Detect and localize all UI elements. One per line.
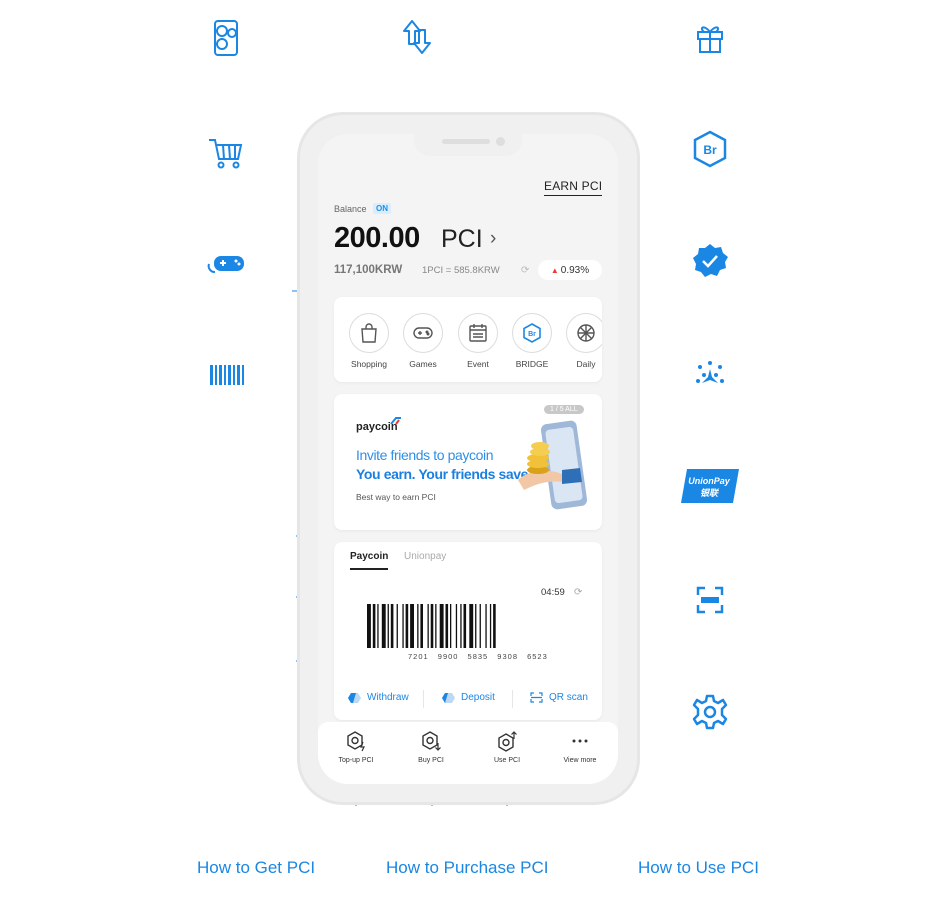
- banner-headline: Invite friends to paycoin: [356, 447, 494, 463]
- daily-icon: [577, 324, 595, 342]
- fireworks-icon: [690, 355, 730, 395]
- phone-camera: [496, 137, 505, 146]
- barcode-timer: 04:59: [541, 587, 565, 598]
- menu-item-bridge[interactable]: Br BRIDGE: [507, 313, 557, 369]
- up-triangle-icon: ▲: [550, 265, 559, 275]
- nav-top-up-pci[interactable]: Top-up PCI: [326, 730, 386, 764]
- nav-use-pci[interactable]: Use PCI: [477, 730, 537, 764]
- nav-label: View more: [563, 757, 597, 764]
- withdraw-button[interactable]: Withdraw: [348, 692, 409, 703]
- banner-caption: Best way to earn PCI: [356, 492, 436, 502]
- earn-pci-link[interactable]: EARN PCI: [544, 179, 603, 196]
- payment-barcode: [367, 604, 496, 648]
- gamepad-icon: [413, 327, 433, 339]
- qr-scan-icon: [530, 692, 543, 703]
- refresh-icon[interactable]: ⟳: [574, 587, 583, 598]
- deposit-icon: [442, 692, 455, 703]
- qr-scan-button[interactable]: QR scan: [530, 692, 588, 703]
- nav-view-more[interactable]: View more: [550, 730, 610, 764]
- nav-label: Buy PCI: [418, 757, 444, 764]
- balance-label: Balance: [334, 204, 367, 214]
- menu-item-event[interactable]: Event: [453, 313, 503, 369]
- menu-item-daily[interactable]: Daily: [561, 313, 602, 369]
- balance-unit: PCI: [441, 225, 483, 253]
- banner-subheadline: You earn. Your friends save: [356, 466, 529, 482]
- menu-label: Games: [409, 359, 437, 369]
- paycoin-logo: paycoin: [356, 421, 398, 433]
- caption-how-to-use: How to Use PCI: [638, 858, 759, 877]
- tab-unionpay[interactable]: Unionpay: [404, 551, 447, 562]
- settings-gear-icon: [690, 692, 730, 732]
- menu-item-shopping[interactable]: Shopping: [344, 313, 394, 369]
- caption-how-to-get: How to Get PCI: [197, 858, 316, 877]
- caption-how-to-purchase: How to Purchase PCI: [386, 858, 549, 877]
- gift-icon: [690, 17, 730, 57]
- verified-badge-icon: [690, 241, 730, 281]
- barcode-icon: [206, 355, 246, 395]
- shopping-cart-icon: [206, 132, 246, 172]
- price-change-value: 0.93%: [560, 264, 590, 276]
- menu-label: Event: [467, 359, 489, 369]
- nav-label: Top-up PCI: [338, 757, 374, 764]
- calendar-icon: [469, 324, 487, 342]
- exchange-rate: 1PCI = 585.8KRW: [422, 265, 500, 276]
- chevron-right-icon[interactable]: ›: [490, 228, 497, 249]
- deposit-button[interactable]: Deposit: [442, 692, 495, 703]
- phone-coins-illustration: [518, 420, 588, 510]
- divider: [423, 690, 424, 708]
- tab-paycoin[interactable]: Paycoin: [350, 551, 389, 570]
- top-up-icon: [347, 731, 365, 752]
- barcode-number: 7201 9900 5835 9308 6523: [408, 652, 548, 661]
- invite-banner[interactable]: 1 / 5 ALL paycoin Invite friends to payc…: [334, 394, 602, 530]
- unionpay-logo-text: UnionPay: [688, 476, 731, 486]
- nav-buy-pci[interactable]: Buy PCI: [401, 730, 461, 764]
- scan-frame-icon: [690, 580, 730, 620]
- balance-on-badge[interactable]: ON: [373, 203, 391, 214]
- balance-krw: 117,100KRW: [334, 264, 403, 276]
- withdraw-icon: [348, 692, 361, 703]
- payment-card: Paycoin Unionpay 04:59 ⟳ 7201 9900 5835 …: [334, 542, 602, 720]
- use-icon: [498, 731, 517, 752]
- phone-notch: [414, 134, 522, 156]
- balance-amount: 200.00: [334, 222, 420, 254]
- menu-label: Shopping: [351, 359, 387, 369]
- bridge-br-icon: Br: [690, 129, 730, 169]
- menu-item-games[interactable]: Games: [398, 313, 448, 369]
- svg-text:Br: Br: [528, 331, 536, 338]
- transfer-arrows-icon: [397, 17, 437, 57]
- deposit-label: Deposit: [461, 692, 495, 703]
- withdraw-label: Withdraw: [367, 692, 409, 703]
- qr-scan-label: QR scan: [549, 692, 588, 703]
- nav-label: Use PCI: [493, 757, 521, 764]
- menu-label: Daily: [576, 359, 596, 369]
- refresh-icon[interactable]: ⟳: [521, 265, 530, 276]
- bridge-icon: Br: [523, 323, 541, 343]
- menu-label: BRIDGE: [515, 359, 549, 369]
- price-change-badge: ▲ 0.93%: [538, 260, 602, 280]
- service-menu: Shopping Games Event Br BRIDGE Daily: [334, 297, 602, 382]
- crypto-coins-icon: [206, 18, 246, 58]
- shopping-bag-icon: [361, 323, 377, 343]
- unionpay-logo-icon: UnionPay 银联: [681, 469, 739, 503]
- more-icon: [572, 739, 588, 743]
- unionpay-logo-cn: 银联: [700, 488, 720, 499]
- svg-text:Br: Br: [703, 143, 717, 157]
- banner-pager[interactable]: 1 / 5 ALL: [544, 405, 584, 414]
- bottom-nav: Top-up PCI Buy PCI Use PCI View more: [318, 722, 618, 784]
- paycoin-mark-icon: [390, 417, 401, 425]
- buy-icon: [422, 731, 441, 751]
- divider: [512, 690, 513, 708]
- gamepad-icon: [206, 244, 246, 284]
- phone-speaker: [442, 139, 490, 144]
